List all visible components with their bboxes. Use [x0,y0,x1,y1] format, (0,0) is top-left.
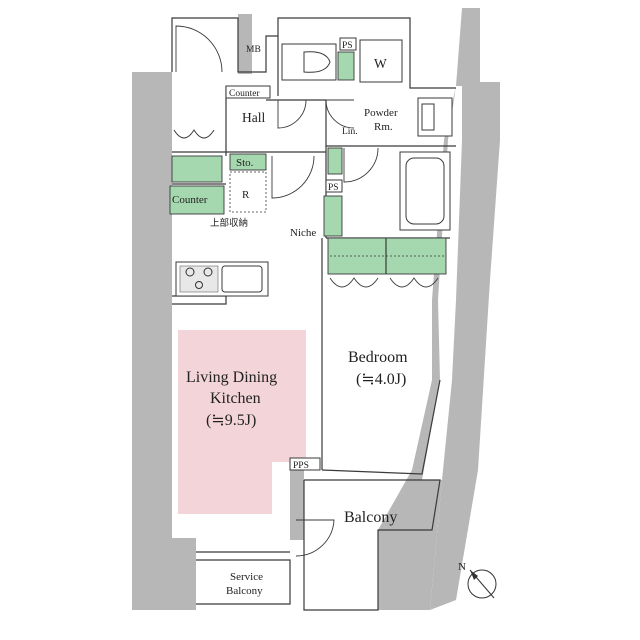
powder-room-label: Powder [364,107,398,119]
bedroom-size-label: (≒4.0J) [356,371,406,388]
labels: MB PS W Counter Hall Powder Rm. Lin. Sto… [172,37,408,597]
north-compass-icon: N [458,561,497,599]
fixtures [175,39,453,297]
toilet-icon [281,43,337,81]
entrance-door-swing [175,25,223,73]
ldk-label-2: Kitchen [210,390,261,407]
top-wall-stub [238,14,252,74]
hall-door-swing [277,99,307,129]
niche-storage [323,195,343,237]
sto-storage [229,153,267,171]
linen-storage [327,147,343,175]
stove-burner-icon [185,267,213,289]
powder-room-label-2: Rm. [374,121,393,133]
kitchen-counter-storage [169,185,225,215]
balcony-label: Balcony [344,509,397,526]
left-structure-wall [132,72,196,610]
sto-label: Sto. [236,157,254,169]
kitchen-counter [175,261,269,297]
ldk-size-label: (≒9.5J) [206,412,256,429]
ps-top-label: PS [342,41,353,51]
north-label: N [458,561,466,573]
toilet-ps-storage [337,51,355,81]
exterior-walls [132,8,500,610]
w-label: W [374,56,387,71]
bathtub-icon [399,151,451,231]
washer-icon [359,39,403,83]
service-balcony-label-2: Balcony [226,585,263,597]
pps-label: PPS [293,461,309,471]
ps-mid-label: PS [328,183,339,193]
niche-label: Niche [290,227,316,239]
bath-door-swing [343,147,379,183]
refrigerator-label: R [242,189,250,201]
linen-label: Lin. [342,127,358,137]
hall-shoe-storage [171,155,223,183]
mb-label: MB [246,45,261,55]
bedroom-label: Bedroom [348,349,408,366]
balcony-column [290,470,304,540]
hall-label: Hall [242,110,265,125]
right-outer-band [430,8,500,610]
refrigerator-icon [229,171,267,213]
powder-door-swing [325,99,355,129]
service-balcony-door-swing [295,519,335,557]
ldk-label: Living Dining [186,369,277,386]
upper-storage-label: 上部収納 [210,217,248,229]
basin-icon [417,97,453,137]
ldk-zone [178,330,306,514]
counter-kitchen-label: Counter [172,194,208,206]
kitchen-door-swing [271,155,315,199]
doors [173,25,439,557]
counter-hall-label: Counter [229,89,260,99]
service-balcony-label: Service [230,571,263,583]
